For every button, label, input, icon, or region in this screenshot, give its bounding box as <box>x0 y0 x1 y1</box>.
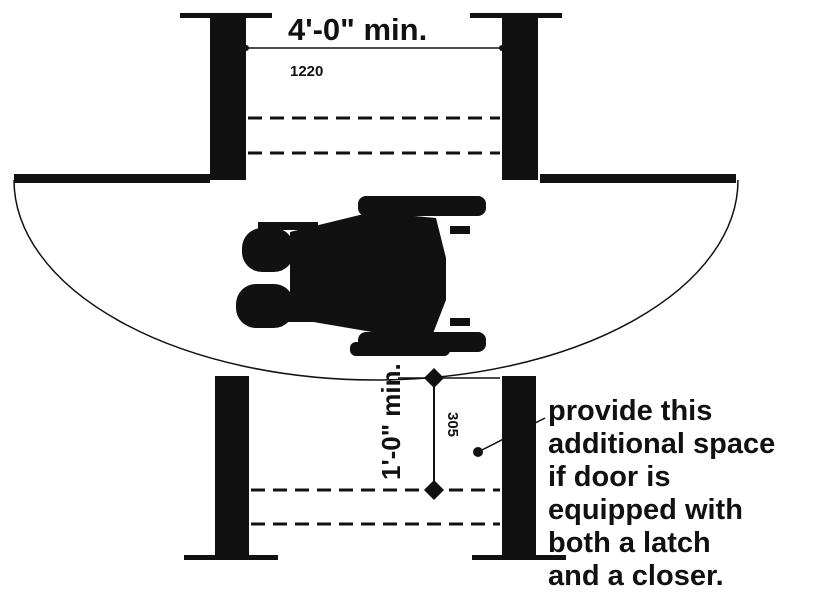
right-wall <box>540 174 736 183</box>
turning-space-arc <box>13 179 739 381</box>
note-leader-dot <box>473 447 483 457</box>
top-dimension-label-bg <box>278 14 458 44</box>
note-line-3: if door is <box>548 461 670 493</box>
side-dimension-imperial: 1'-0" min. <box>376 363 406 480</box>
note-line-6: and a closer. <box>548 560 724 592</box>
note-leader-line <box>477 417 546 453</box>
dimension-arrow-bottom <box>424 480 444 500</box>
left-wall <box>14 174 210 183</box>
note-line-2: additional space <box>548 428 775 460</box>
upper-right-jamb <box>470 13 562 180</box>
top-dimension-imperial: 4'-0" min. <box>288 12 427 47</box>
dimension-dot-left <box>243 45 249 51</box>
note-text: provide this additional space if door is… <box>548 395 775 592</box>
note-line-5: both a latch <box>548 527 711 559</box>
dimension-dot-right <box>499 45 505 51</box>
note-line-1: provide this <box>548 395 712 427</box>
side-dimension-metric: 305 <box>444 412 461 437</box>
lower-left-jamb <box>184 376 278 560</box>
note-line-4: equipped with <box>548 494 743 526</box>
top-dimension-metric: 1220 <box>290 63 323 80</box>
wheelchair-icon <box>236 196 486 356</box>
lower-right-jamb <box>472 376 566 560</box>
upper-left-jamb <box>180 13 272 180</box>
